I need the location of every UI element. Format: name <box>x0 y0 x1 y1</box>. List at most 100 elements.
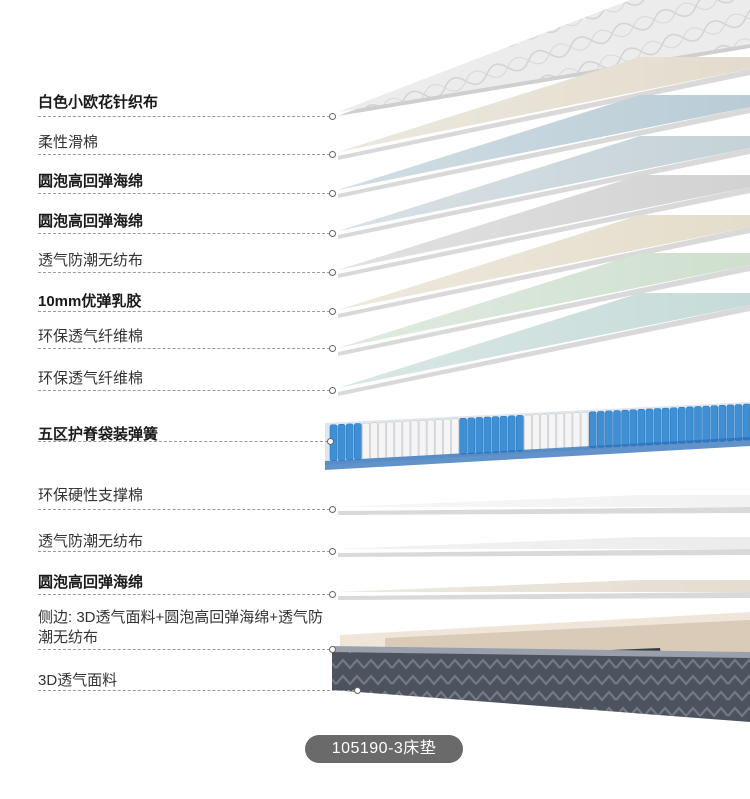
sheet-highlight <box>338 136 750 231</box>
pocket-spring <box>686 406 694 444</box>
pocket-spring <box>596 411 605 448</box>
layer-label: 柔性滑棉 <box>38 134 99 151</box>
pocket-spring <box>588 411 597 449</box>
layer-sheets <box>338 0 750 600</box>
pocket-spring <box>362 422 370 460</box>
pocket-spring <box>532 414 540 451</box>
sheet-edge <box>338 507 750 515</box>
pocket-spring <box>629 409 638 447</box>
pocket-spring <box>645 408 654 446</box>
leader-dot <box>329 230 336 237</box>
sheet-highlight <box>338 175 750 270</box>
pocket-spring <box>726 404 735 442</box>
pocket-spring <box>556 413 565 450</box>
pocket-spring <box>524 414 532 452</box>
pocket-spring <box>734 404 743 441</box>
layer-label: 圆泡高回弹海绵 <box>38 574 144 591</box>
sheet-highlight <box>338 95 750 190</box>
pocket-spring <box>499 415 508 453</box>
model-badge: 105190-3床垫 <box>305 735 463 763</box>
pocket-spring <box>540 413 548 451</box>
leader-line <box>38 390 330 391</box>
pocket-spring <box>370 422 378 460</box>
sheet-edge <box>338 227 750 318</box>
pocket-spring <box>669 407 678 445</box>
pocket-spring <box>710 405 719 443</box>
sheet-edge <box>338 549 750 557</box>
sheet-edge <box>338 305 750 396</box>
layer-label: 环保硬性支撑棉 <box>38 487 144 504</box>
pocket-spring <box>345 423 354 461</box>
sheet-edge <box>338 148 750 239</box>
leader-dot <box>329 591 336 598</box>
leader-dot <box>329 190 336 197</box>
layer-label: 侧边: 3D透气面料+圆泡高回弹海绵+透气防潮无纺布 <box>38 609 324 646</box>
pocket-spring <box>564 412 573 450</box>
pocket-spring <box>742 403 750 441</box>
leader-dot <box>329 113 336 120</box>
sheet-highlight <box>338 537 750 549</box>
mattress-base <box>332 612 750 722</box>
pocket-spring <box>451 418 459 455</box>
pocket-spring <box>572 412 581 449</box>
pocket-spring <box>386 421 395 459</box>
leader-line <box>38 441 328 442</box>
pocket-spring <box>337 424 346 461</box>
layer-label: 五区护脊袋装弹簧 <box>38 426 159 443</box>
leader-dot <box>329 269 336 276</box>
leader-dot <box>329 345 336 352</box>
leader-dot <box>329 387 336 394</box>
leader-dot <box>329 151 336 158</box>
leader-dot <box>327 438 334 445</box>
pocket-spring-layer <box>325 402 750 470</box>
leader-line <box>38 193 330 194</box>
pocket-spring <box>418 419 427 457</box>
layer-label: 环保透气纤维棉 <box>38 328 144 345</box>
leader-dot <box>329 308 336 315</box>
pocket-spring <box>378 422 386 459</box>
pocket-spring <box>483 416 492 454</box>
pocket-spring <box>613 410 621 447</box>
top-fabric-sheet <box>338 0 750 112</box>
layer-label: 环保透气纤维棉 <box>38 370 144 387</box>
pocket-spring <box>702 405 710 443</box>
layer-label: 3D透气面料 <box>38 672 118 689</box>
sheet-highlight <box>338 215 750 310</box>
pocket-spring <box>677 407 686 444</box>
leader-line <box>38 116 330 117</box>
sheet-edge <box>338 265 750 356</box>
leader-dot <box>354 687 361 694</box>
leader-dot <box>329 506 336 513</box>
sheet-highlight <box>338 495 750 507</box>
sheet-highlight <box>338 293 750 388</box>
layer-label: 圆泡高回弹海绵 <box>38 213 144 230</box>
sheet-edge <box>338 107 750 198</box>
leader-dot <box>329 646 336 653</box>
pocket-spring <box>718 405 727 442</box>
layer-label: 10mm优弹乳胶 <box>38 293 142 310</box>
pocket-spring <box>491 416 500 453</box>
pocket-spring <box>353 423 362 460</box>
pocket-spring <box>605 410 613 448</box>
leader-line <box>38 551 330 552</box>
pocket-spring <box>653 408 662 445</box>
leader-line <box>38 154 330 155</box>
sheet-highlight <box>338 580 750 592</box>
pocket-spring <box>548 413 557 451</box>
pocket-spring <box>402 420 411 458</box>
sheet-edge <box>338 592 750 600</box>
pocket-spring <box>507 415 516 453</box>
pocket-spring <box>515 415 524 452</box>
pocket-spring <box>475 417 484 454</box>
layer-label: 白色小欧花针织布 <box>38 94 159 111</box>
leader-line <box>38 272 330 273</box>
pocket-spring <box>410 420 419 458</box>
pocket-spring <box>394 421 403 458</box>
pocket-spring <box>443 418 451 456</box>
pocket-spring <box>621 409 629 447</box>
leader-line <box>38 509 330 510</box>
pocket-spring <box>637 409 646 446</box>
pocket-spring <box>694 406 702 443</box>
leader-line <box>38 649 330 650</box>
pocket-spring <box>467 417 476 455</box>
